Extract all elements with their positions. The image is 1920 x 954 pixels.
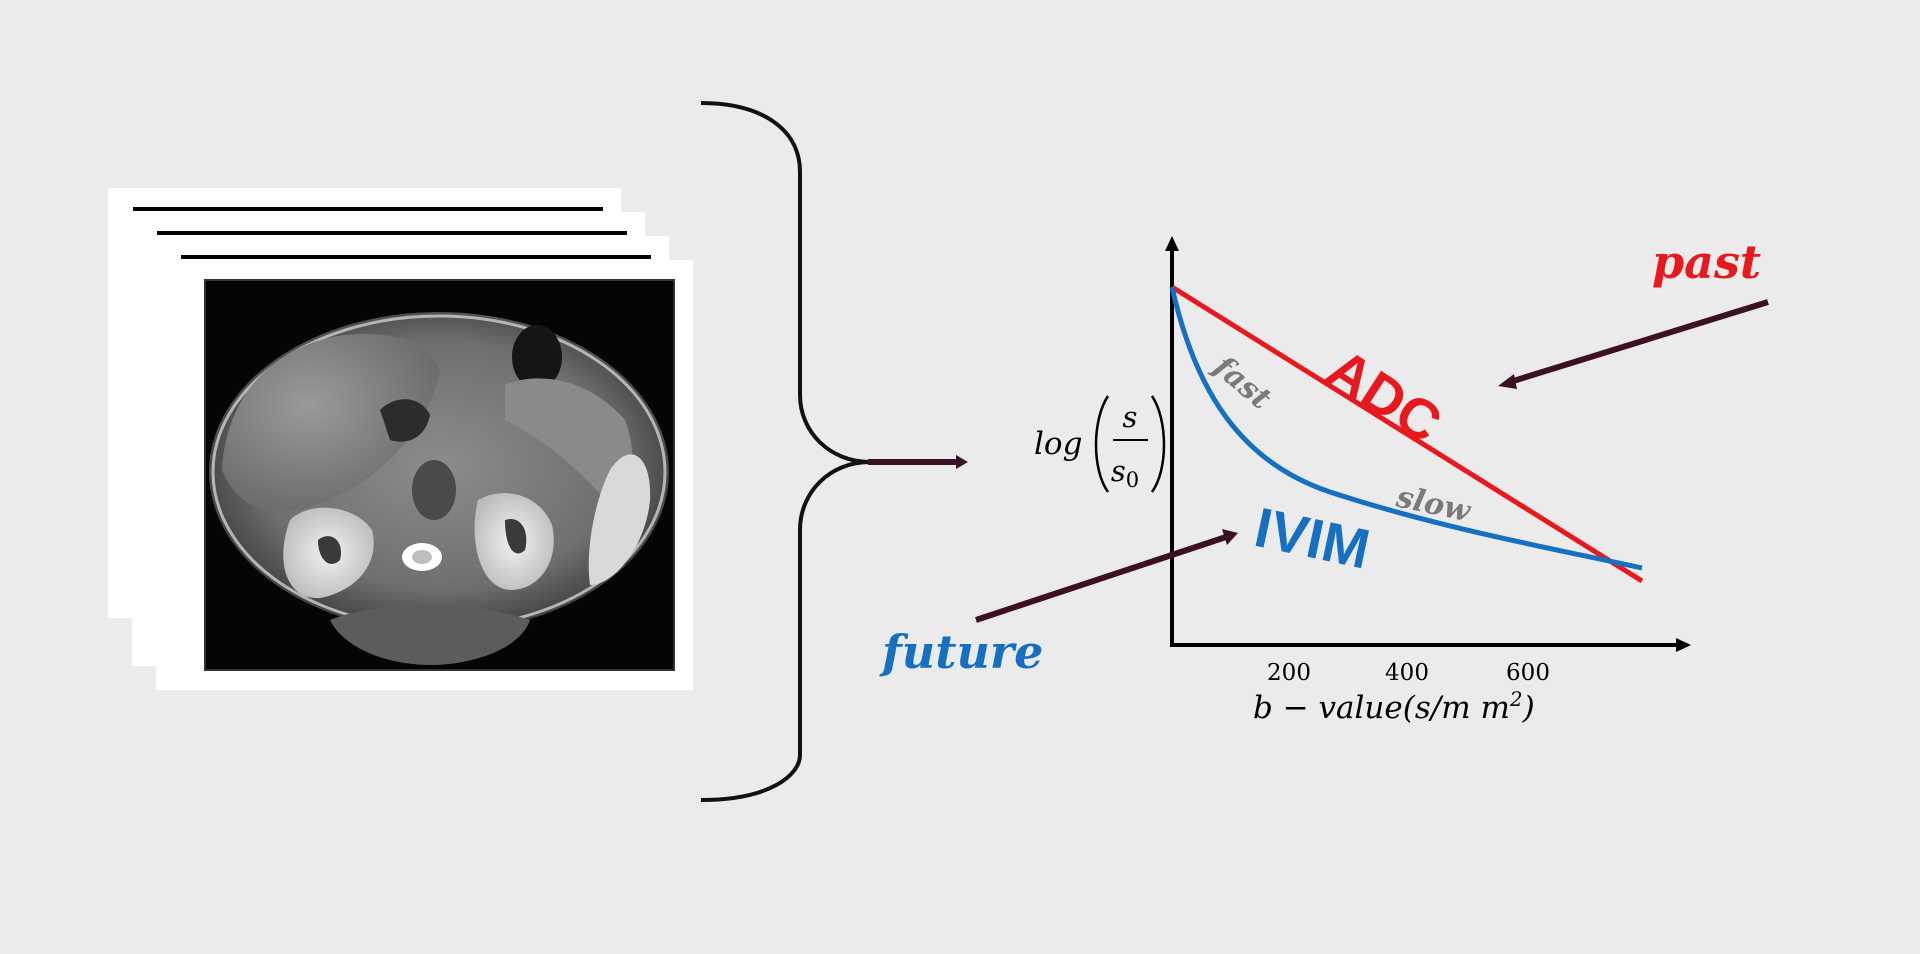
mri-abdomen-image: [205, 280, 674, 670]
future-label: future: [879, 625, 1043, 679]
x-tick-label: 600: [1506, 660, 1550, 686]
curly-brace-icon: [700, 101, 871, 802]
future-arrow: [975, 529, 1238, 623]
ivim-series-line: [1169, 286, 1643, 571]
x-axis-label: b − value(s/m m2): [1253, 687, 1535, 726]
x-axis-arrowhead: [1676, 638, 1691, 652]
y-axis-label: log s s0: [1034, 395, 1166, 493]
brace-arrow: [868, 455, 968, 469]
x-tick-label: 200: [1267, 660, 1311, 686]
y-axis-arrowhead: [1165, 236, 1179, 251]
past-arrow: [1498, 299, 1769, 389]
y-axis-label-fn: log: [1034, 426, 1082, 462]
x-tick-label: 400: [1385, 660, 1429, 686]
ivim-label: IVIM: [1250, 495, 1376, 581]
y-axis-label-numerator: s: [1123, 400, 1138, 434]
mri-slice-stack-icon: [108, 188, 693, 690]
slow-component-label: slow: [1392, 479, 1474, 529]
adc-series-line: [1170, 284, 1644, 584]
past-label: past: [1652, 235, 1761, 289]
signal-decay-chart: 200 400 600 b − value(s/m m2) log s s0 A…: [1034, 236, 1691, 726]
y-axis-label-denominator: s0: [1111, 454, 1139, 492]
adc-label: ADC: [1317, 336, 1453, 455]
